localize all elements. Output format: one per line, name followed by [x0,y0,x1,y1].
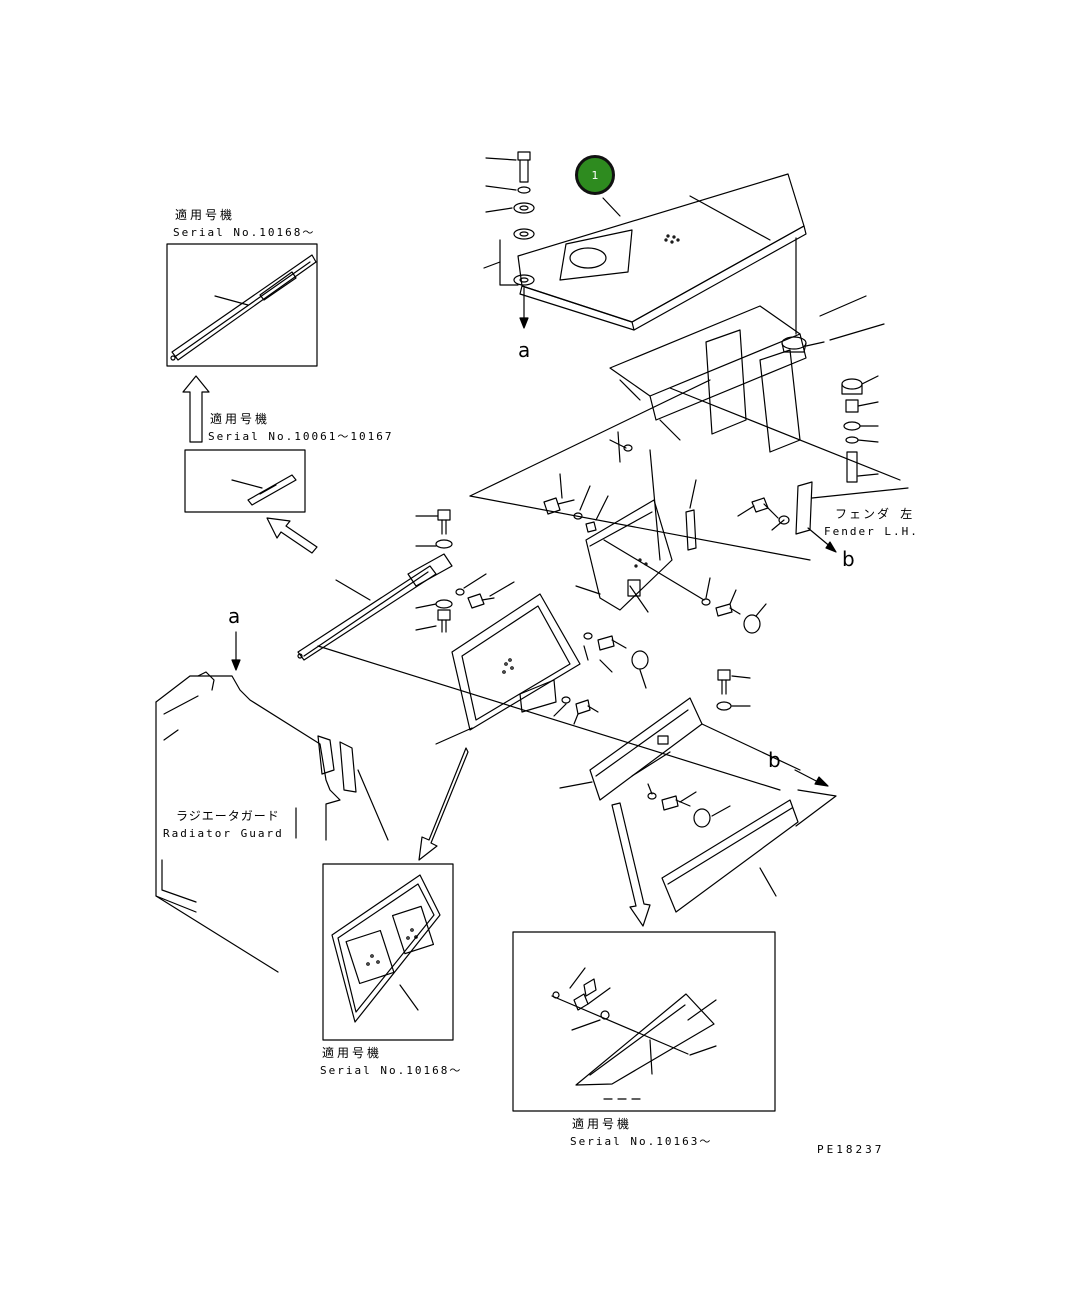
flow-arrow-down-left [418,747,469,861]
flow-arrow-down-right [611,802,651,927]
inset-frame-bottom-right [512,931,776,1112]
floor-plate [517,173,807,331]
flow-arrow-diagonal-left [266,517,318,554]
inset-bottom-right-serial-label: Serial No.10163〜 [570,1135,713,1148]
ref-letter-a-left: a [228,604,241,628]
inset-top-rail [170,254,317,361]
fender-label-jp: フェンダ 左 [835,507,915,521]
ref-arrow-b-right [807,527,837,553]
part-callout-1[interactable]: 1 [575,155,615,195]
inset-bottom-right-applicable-label: 適用号機 [572,1117,633,1131]
ref-letter-a-top: a [518,338,531,362]
ref-letter-b-lower: b [768,748,781,772]
centre-panel [435,593,581,745]
inset-mid-applicable-label: 適用号機 [210,412,271,426]
inset-mid-rail [231,474,297,506]
left-bolt-set [415,509,515,633]
inset-frame-mid [184,449,306,513]
radiator-guard [155,671,389,973]
inset-top-applicable-label: 適用号機 [175,208,236,222]
right-bolt-cap [701,577,767,634]
ref-arrow-a-left [231,631,241,671]
centre-bracket [543,431,705,613]
fender-lh-edge [795,481,909,535]
ref-letter-b-right: b [842,547,855,571]
inset-frame-top [166,243,318,367]
inset-bottom-left-panel [331,874,441,1023]
radiator-label-en: Radiator Guard [163,827,284,840]
inset-mid-serial-label: Serial No.10061〜10167 [208,430,394,443]
fender-label-en: Fender L.H. [824,525,919,538]
lower-right-bracket [559,697,801,801]
fender-bolt-set [737,497,790,531]
inset-bottom-left-applicable-label: 適用号機 [322,1046,383,1060]
inset-top-serial-label: Serial No.10168〜 [173,226,316,239]
ref-arrow-a-top [519,287,529,329]
drawing-number: PE18237 [817,1143,885,1156]
fender-strip [661,789,837,913]
inset-bottom-left-serial-label: Serial No.10168〜 [320,1064,463,1077]
radiator-label-jp: ラジエータガード [176,809,280,823]
inset-bottom-right-bracket [551,967,717,1100]
panel-bolt-set [553,632,649,725]
chassis-frame [469,295,901,561]
inset-frame-bottom-left [322,863,454,1041]
top-bolt-set [483,151,535,286]
lower-right-bolt-set [647,669,751,828]
right-mount-set [781,237,879,483]
flow-arrow-up [182,375,210,443]
ref-arrow-b-lower [794,769,829,787]
left-rail [297,553,781,791]
